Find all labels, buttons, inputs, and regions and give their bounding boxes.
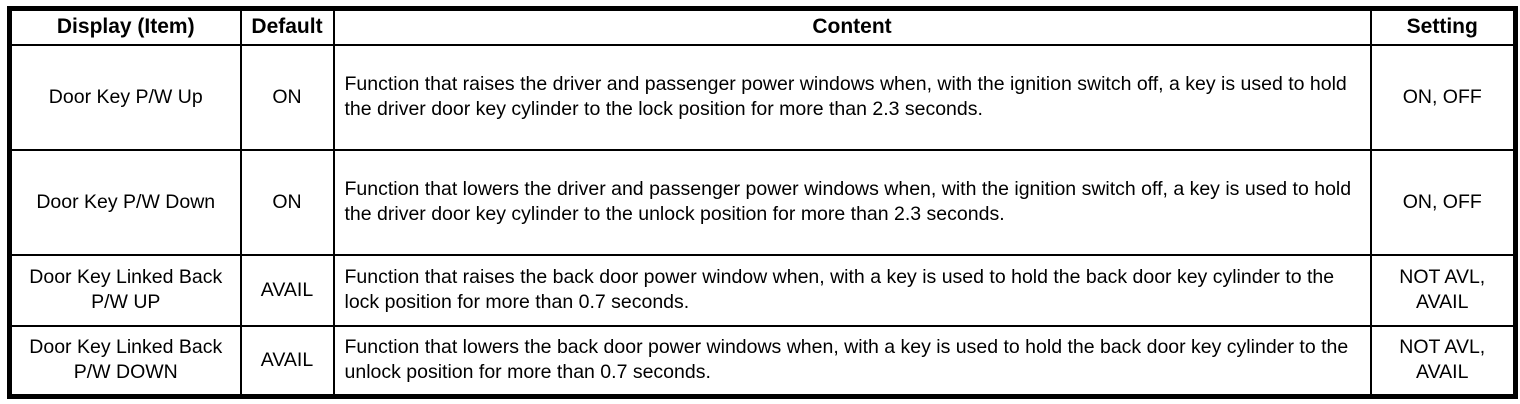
cell-setting: NOT AVL, AVAIL <box>1369 253 1517 327</box>
cell-content: Function that lowers the back door power… <box>332 324 1372 398</box>
table-row: Door Key P/W Up ON Function that raises … <box>8 43 1517 151</box>
col-header-display-item: Display (Item) <box>8 7 242 46</box>
cell-display-item: Door Key Linked Back P/W DOWN <box>8 324 242 398</box>
cell-default: ON <box>239 148 335 256</box>
cell-default: AVAIL <box>239 253 335 327</box>
cell-default: ON <box>239 43 335 151</box>
col-header-default: Default <box>239 7 335 46</box>
customize-settings-table: Display (Item) Default Content Setting D… <box>7 6 1518 399</box>
table-row: Door Key Linked Back P/W DOWN AVAIL Func… <box>8 324 1517 398</box>
cell-content: Function that lowers the driver and pass… <box>332 148 1372 256</box>
table-row: Door Key P/W Down ON Function that lower… <box>8 148 1517 256</box>
cell-setting: NOT AVL, AVAIL <box>1369 324 1517 398</box>
cell-setting: ON, OFF <box>1369 43 1517 151</box>
cell-content: Function that raises the back door power… <box>332 253 1372 327</box>
col-header-content: Content <box>332 7 1372 46</box>
table-header-row: Display (Item) Default Content Setting <box>8 7 1517 46</box>
cell-default: AVAIL <box>239 324 335 398</box>
cell-setting: ON, OFF <box>1369 148 1517 256</box>
cell-display-item: Door Key Linked Back P/W UP <box>8 253 242 327</box>
cell-content: Function that raises the driver and pass… <box>332 43 1372 151</box>
cell-display-item: Door Key P/W Up <box>8 43 242 151</box>
table-row: Door Key Linked Back P/W UP AVAIL Functi… <box>8 253 1517 327</box>
cell-display-item: Door Key P/W Down <box>8 148 242 256</box>
col-header-setting: Setting <box>1369 7 1517 46</box>
